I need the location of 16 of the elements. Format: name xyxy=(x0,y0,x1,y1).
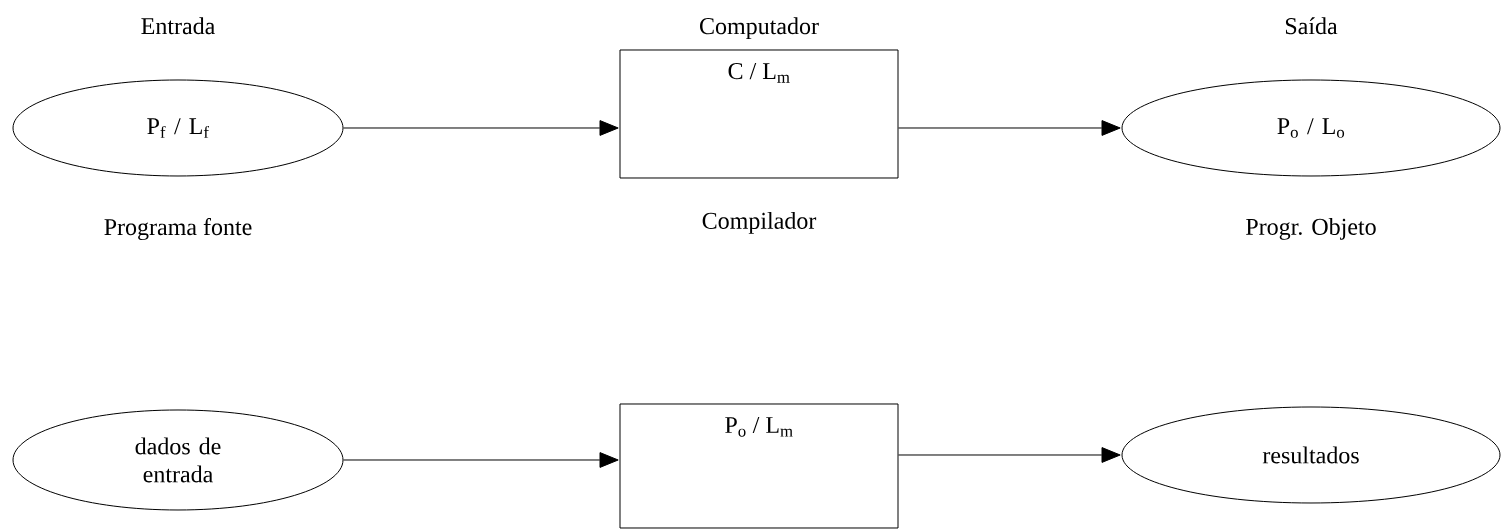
ellipse-node: resultados xyxy=(1121,406,1501,504)
arrow xyxy=(343,452,619,468)
ellipse-node: P$_{o}$ / L$_{o}$ xyxy=(1121,79,1501,177)
heading: Entrada xyxy=(141,17,215,35)
node-text: P$_{o}$ / L$_{m}$ xyxy=(725,417,793,437)
arrow xyxy=(343,120,619,136)
node-label: Progr. Objeto xyxy=(1246,218,1376,240)
node-label: Programa fonte xyxy=(104,218,252,241)
ellipse-node: dados de entrada xyxy=(12,409,344,511)
node-label: Compilador xyxy=(702,212,817,234)
arrow xyxy=(898,447,1121,463)
heading: Computador xyxy=(700,17,819,40)
node-text: C / L$_{m}$ xyxy=(728,63,790,83)
arrow xyxy=(898,120,1121,136)
heading: Saída xyxy=(1285,17,1338,35)
ellipse-node: P$_{f}$ / L$_{f}$ xyxy=(12,79,344,177)
